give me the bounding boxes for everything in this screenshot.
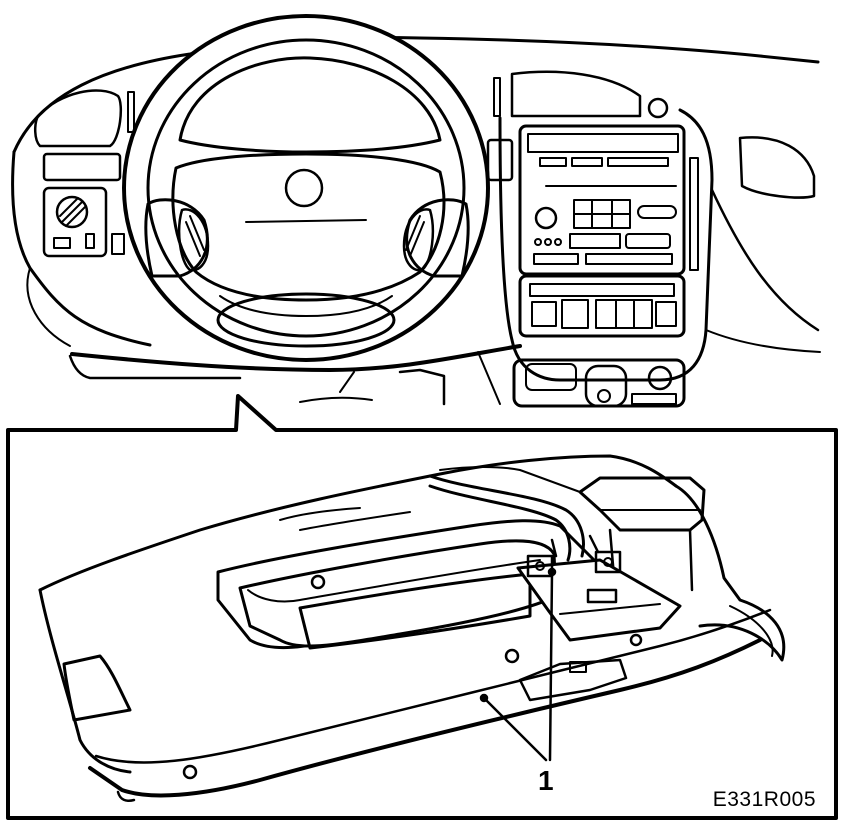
detail-view	[38, 454, 786, 802]
callout-1-leaders	[479, 567, 557, 762]
dashboard-overview	[11, 36, 821, 408]
radio-unit-icon	[518, 124, 686, 276]
figure-code: E331R005	[712, 788, 816, 811]
steering-wheel-icon	[122, 14, 490, 362]
airbag-control-module-icon	[238, 534, 682, 650]
callout-label-1: 1	[538, 765, 554, 796]
